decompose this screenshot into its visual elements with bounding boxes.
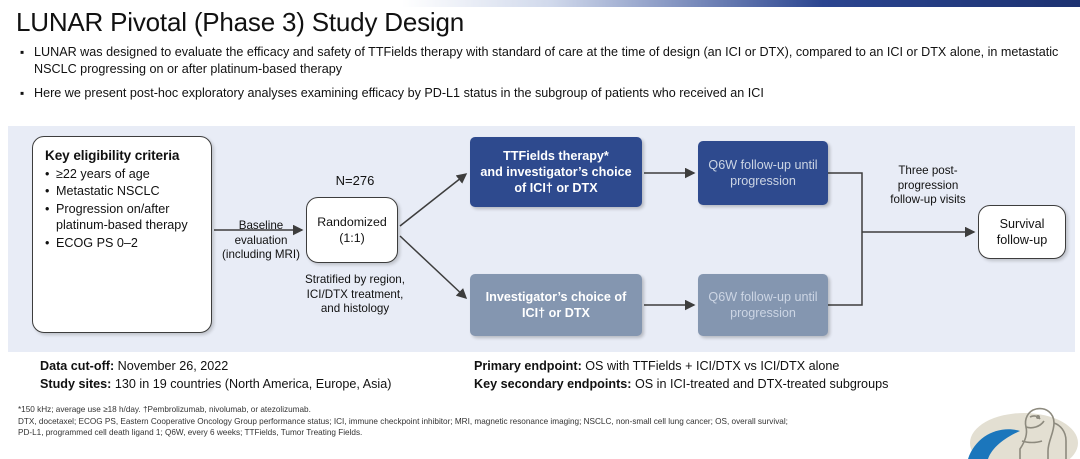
list-item: • ≥22 years of age [45, 166, 201, 182]
list-item: ▪ Here we present post-hoc exploratory a… [16, 85, 1068, 102]
endpoints-block: Primary endpoint: OS with TTFields + ICI… [474, 358, 888, 393]
secondary-endpoint-row: Key secondary endpoints: OS in ICI-treat… [474, 376, 888, 394]
key-eligibility-criteria-box: Key eligibility criteria • ≥22 years of a… [32, 136, 212, 333]
bullet-dot-icon: • [45, 184, 50, 199]
eligibility-item-text: Metastatic NSCLC [56, 184, 160, 199]
primary-endpoint-row: Primary endpoint: OS with TTFields + ICI… [474, 358, 888, 376]
arm2-followup-label: Q6W follow-up until progression [708, 290, 818, 320]
arm2-line1: Investigator’s choice of [485, 290, 627, 304]
bullet-dot-icon: ▪ [20, 45, 25, 59]
eligibility-item-text: ECOG PS 0–2 [56, 235, 138, 250]
eligibility-item-text: Progression on/after platinum-based ther… [56, 201, 188, 233]
eligibility-item-text: ≥22 years of age [56, 167, 150, 181]
randomized-box: Randomized (1:1) [306, 197, 398, 263]
arm1-followup-label: Q6W follow-up until progression [708, 158, 818, 188]
arm1-line1: TTFields therapy* [503, 149, 609, 163]
arm1-label: TTFields therapy* and investigator’s cho… [480, 148, 631, 196]
footnote-line-2: DTX, docetaxel; ECOG PS, Eastern Coopera… [18, 416, 788, 426]
list-item: • Progression on/after platinum-based the… [45, 201, 201, 234]
arm2-treatment-box: Investigator’s choice of ICI† or DTX [470, 274, 642, 336]
arm2-label: Investigator’s choice of ICI† or DTX [486, 289, 627, 321]
study-sites-row: Study sites: 130 in 19 countries (North … [40, 376, 391, 394]
bullet-text: LUNAR was designed to evaluate the effic… [34, 45, 1059, 76]
bullet-list: ▪ LUNAR was designed to evaluate the eff… [16, 44, 1068, 109]
bullet-dot-icon: • [45, 201, 50, 216]
data-cutoff-label: Data cut-off: [40, 359, 115, 373]
header-accent-rule [402, 0, 1080, 7]
study-design-diagram-panel: Key eligibility criteria • ≥22 years of a… [8, 126, 1075, 352]
bullet-text: Here we present post-hoc exploratory ana… [34, 86, 764, 100]
bullet-dot-icon: • [45, 167, 50, 181]
list-item: ▪ LUNAR was designed to evaluate the eff… [16, 44, 1068, 78]
baseline-evaluation-label: Baseline evaluation (including MRI) [222, 219, 300, 262]
diagram-connectors [214, 167, 976, 311]
randomized-line2: (1:1) [339, 231, 365, 245]
page-title: LUNAR Pivotal (Phase 3) Study Design [16, 7, 465, 37]
study-sites-label: Study sites: [40, 376, 112, 391]
study-meta-block: Data cut-off: November 26, 2022 Study si… [40, 358, 391, 393]
survival-line2: follow-up [996, 233, 1048, 247]
primary-endpoint-value: OS with TTFields + ICI/DTX vs ICI/DTX al… [585, 359, 840, 373]
data-cutoff-value: November 26, 2022 [117, 359, 229, 373]
randomized-line1: Randomized [317, 215, 387, 229]
footnote-line-3: PD-L1, programmed cell death ligand 1; Q… [18, 428, 363, 438]
eligibility-list: • ≥22 years of age • Metastatic NSCLC • Pro… [45, 166, 201, 251]
data-cutoff-row: Data cut-off: November 26, 2022 [40, 358, 391, 376]
bullet-dot-icon: • [45, 235, 50, 250]
footnote-line-1: *150 kHz; average use ≥18 h/day. †Pembro… [18, 405, 311, 414]
arm2-followup-box: Q6W follow-up until progression [698, 274, 828, 336]
endpoints-section: Data cut-off: November 26, 2022 Study si… [0, 358, 1080, 396]
secondary-endpoint-value: OS in ICI-treated and DTX-treated subgro… [634, 376, 889, 391]
survival-followup-box: Survival follow-up [978, 205, 1066, 259]
arm1-followup-box: Q6W follow-up until progression [698, 141, 828, 205]
post-progression-visits-label: Three post-progression follow-up visits [890, 164, 966, 207]
survival-line1: Survival [999, 217, 1045, 231]
eligibility-heading: Key eligibility criteria [45, 148, 180, 163]
bullet-dot-icon: ▪ [20, 86, 25, 100]
secondary-endpoint-label: Key secondary endpoints: [474, 376, 632, 391]
arm2-line2: ICI† or DTX [522, 306, 590, 320]
arm1-line3: of ICI† or DTX [514, 181, 598, 195]
arm1-treatment-box: TTFields therapy* and investigator’s cho… [470, 137, 642, 207]
list-item: • Metastatic NSCLC [45, 183, 201, 199]
primary-endpoint-label: Primary endpoint: [474, 359, 582, 373]
study-sites-value: 130 in 19 countries (North America, Euro… [114, 376, 392, 391]
stratification-label: Stratified by region, ICI/DTX treatment,… [305, 273, 405, 316]
enrollment-count-label: N=276 [335, 173, 375, 188]
list-item: • ECOG PS 0–2 [45, 235, 201, 251]
arm1-line2: and investigator’s choice [480, 165, 632, 179]
merlion-logo [962, 397, 1080, 459]
footnotes: *150 kHz; average use ≥18 h/day. †Pembro… [18, 404, 978, 439]
